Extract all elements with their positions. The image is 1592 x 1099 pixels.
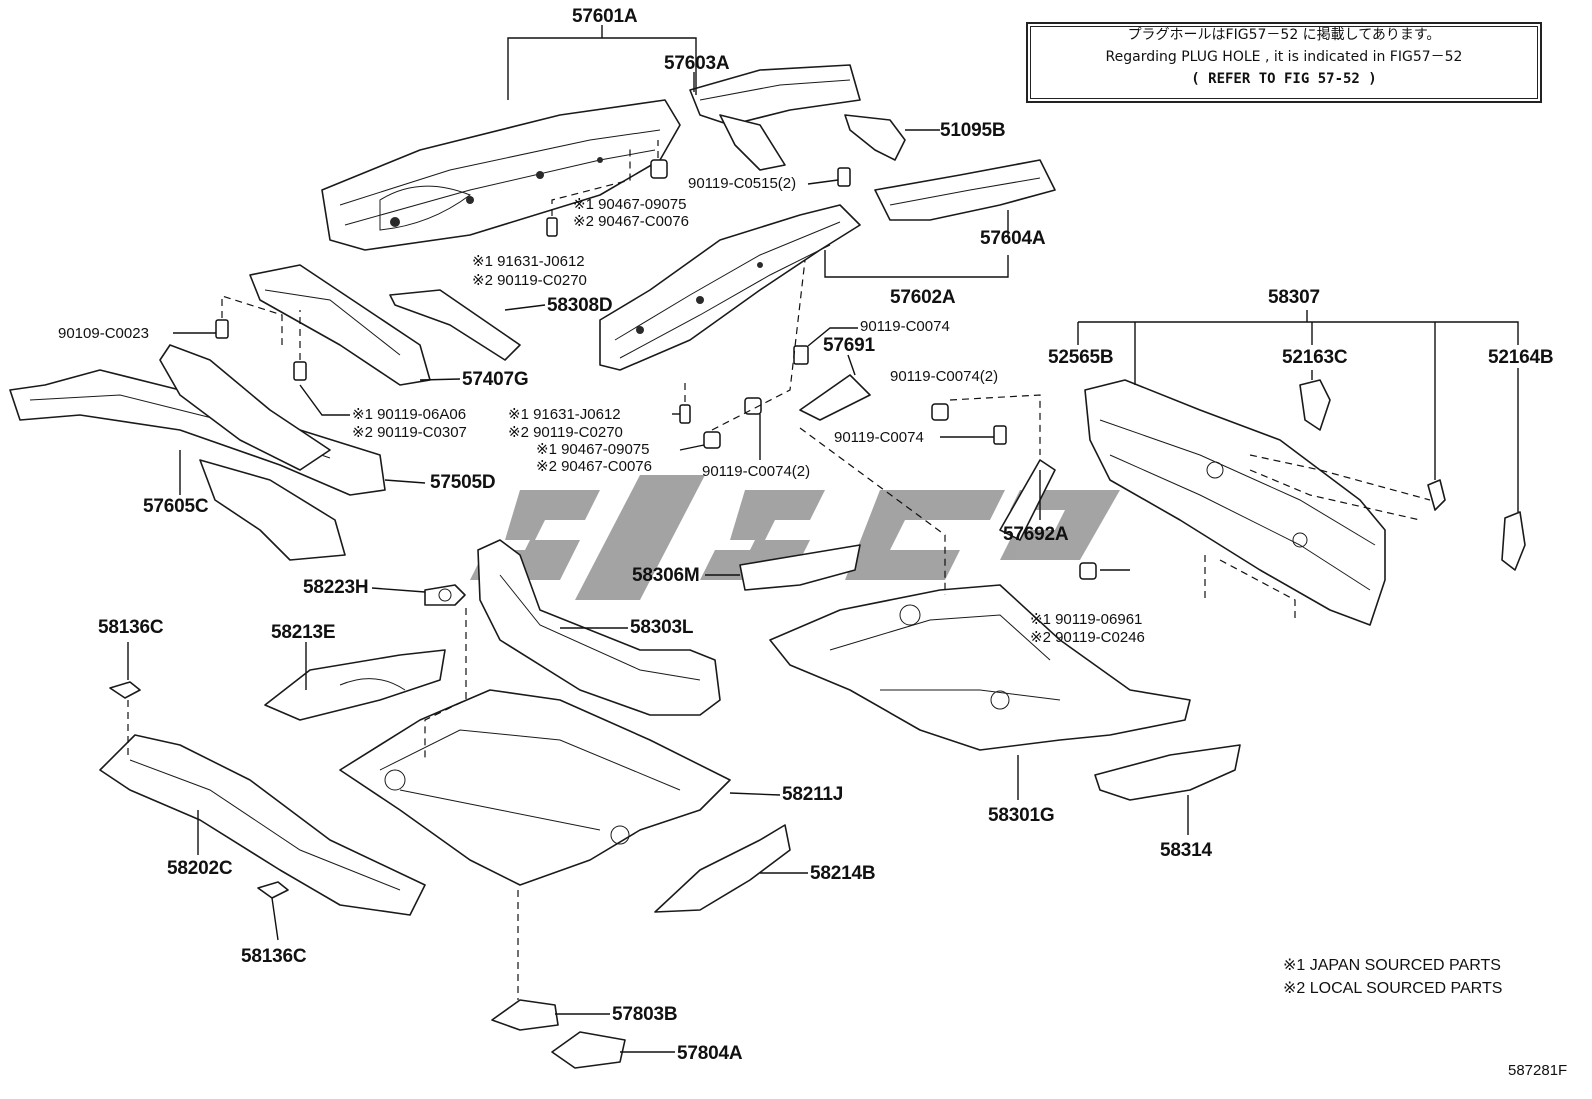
- part-58211J-floor-pan: [339, 689, 731, 886]
- label-90119-C0074-2a[interactable]: 90119-C0074(2): [890, 368, 999, 385]
- part-58223H-plug: [424, 584, 466, 606]
- legend-japan-sourced: ※1 JAPAN SOURCED PARTS: [1283, 957, 1501, 974]
- label-90467-09075-b[interactable]: ※1 90467-09075: [536, 441, 650, 458]
- label-58213E[interactable]: 58213E: [271, 622, 336, 643]
- part-58308D-reinforcement: [389, 289, 521, 361]
- label-58303L[interactable]: 58303L: [630, 617, 694, 638]
- label-57602A[interactable]: 57602A: [890, 287, 956, 308]
- label-57691[interactable]: 57691: [823, 335, 875, 356]
- label-51095B[interactable]: 51095B: [940, 120, 1006, 141]
- label-57601A[interactable]: 57601A: [572, 6, 638, 27]
- legend-local-sourced: ※2 LOCAL SOURCED PARTS: [1283, 980, 1503, 997]
- part-57602A-side-member: [599, 204, 861, 371]
- label-90119-C0074-2b[interactable]: 90119-C0074(2): [702, 463, 811, 480]
- label-58223H[interactable]: 58223H: [303, 577, 369, 598]
- label-58314[interactable]: 58314: [1160, 840, 1212, 861]
- part-57603A-member: [689, 64, 861, 171]
- label-58202C[interactable]: 58202C: [167, 858, 233, 879]
- part-57604A-member: [874, 159, 1056, 221]
- leader-lines: [127, 25, 1519, 1053]
- label-90119-C0074-a[interactable]: 90119-C0074: [860, 318, 950, 335]
- label-91631-J0612-a[interactable]: ※1 91631-J0612: [472, 253, 585, 270]
- label-58301G[interactable]: 58301G: [988, 805, 1055, 826]
- part-58307-rear-panel: [1084, 379, 1526, 626]
- label-90119-C0246[interactable]: ※2 90119-C0246: [1030, 629, 1145, 646]
- assembly-dashed-lines: [127, 140, 1431, 1000]
- label-57407G[interactable]: 57407G: [462, 369, 529, 390]
- part-57407G-panel: [249, 264, 431, 386]
- label-58308D[interactable]: 58308D: [547, 295, 613, 316]
- label-90119-C0307[interactable]: ※2 90119-C0307: [352, 424, 467, 441]
- label-57803B[interactable]: 57803B: [612, 1004, 678, 1025]
- label-57804A[interactable]: 57804A: [677, 1043, 743, 1064]
- label-90467-C0076-b[interactable]: ※2 90467-C0076: [536, 458, 652, 475]
- label-52164B[interactable]: 52164B: [1488, 347, 1554, 368]
- label-58307[interactable]: 58307: [1268, 287, 1320, 308]
- part-58214B-reinforcement: [654, 824, 791, 913]
- label-58306M[interactable]: 58306M: [632, 565, 700, 586]
- label-57604A[interactable]: 57604A: [980, 228, 1046, 249]
- label-90109-C0023[interactable]: 90109-C0023: [58, 325, 149, 342]
- label-57692A[interactable]: 57692A: [1003, 524, 1069, 545]
- label-90119-C0074-b[interactable]: 90119-C0074: [834, 429, 924, 446]
- part-51095B-bracket: [844, 114, 906, 161]
- part-57803B-57804A-brackets: [491, 999, 626, 1069]
- notice-line-jp: プラグホールはFIG57－52 に掲載してあります。: [1127, 27, 1441, 43]
- label-58214B[interactable]: 58214B: [810, 863, 876, 884]
- label-57505D[interactable]: 57505D: [430, 472, 496, 493]
- part-58136C-plug: [109, 681, 289, 899]
- notice-line-refer: ( REFER TO FIG 57-52 ): [1191, 71, 1377, 87]
- notice-box: プラグホールはFIG57－52 に掲載してあります。 Regarding PLU…: [1026, 22, 1542, 103]
- label-57603A[interactable]: 57603A: [664, 53, 730, 74]
- part-57691-57692A-brackets: [799, 374, 1056, 541]
- label-90119-C0270-b[interactable]: ※2 90119-C0270: [508, 424, 623, 441]
- label-58136C-bottom[interactable]: 58136C: [241, 946, 307, 967]
- label-58211J[interactable]: 58211J: [782, 784, 844, 805]
- label-52565B[interactable]: 52565B: [1048, 347, 1114, 368]
- label-90119-06961[interactable]: ※1 90119-06961: [1030, 611, 1143, 628]
- label-90467-C0076-a[interactable]: ※2 90467-C0076: [573, 213, 689, 230]
- label-52163C[interactable]: 52163C: [1282, 347, 1348, 368]
- part-58314-cover: [1094, 744, 1241, 801]
- label-91631-J0612-b[interactable]: ※1 91631-J0612: [508, 406, 621, 423]
- label-90119-C0270-a[interactable]: ※2 90119-C0270: [472, 272, 587, 289]
- part-58306M-reinforcement: [739, 544, 861, 591]
- label-90119-C0515[interactable]: 90119-C0515(2): [688, 175, 797, 192]
- part-58202C-member: [99, 734, 426, 916]
- part-58213E-panel: [264, 649, 446, 721]
- bolts: [215, 159, 1097, 580]
- label-90467-09075-a[interactable]: ※1 90467-09075: [573, 196, 687, 213]
- label-90119-06A06[interactable]: ※1 90119-06A06: [352, 406, 467, 423]
- figure-number: 587281F: [1508, 1062, 1568, 1079]
- part-58303L-crossmember: [477, 539, 721, 716]
- notice-line-en: Regarding PLUG HOLE , it is indicated in…: [1105, 49, 1463, 65]
- part-58301G-rear-floor: [769, 584, 1191, 751]
- label-57605C[interactable]: 57605C: [143, 496, 209, 517]
- label-58136C-top[interactable]: 58136C: [98, 617, 164, 638]
- part-57505D-57605C-crossmember: [9, 344, 386, 561]
- part-57601A-side-member: [321, 99, 681, 251]
